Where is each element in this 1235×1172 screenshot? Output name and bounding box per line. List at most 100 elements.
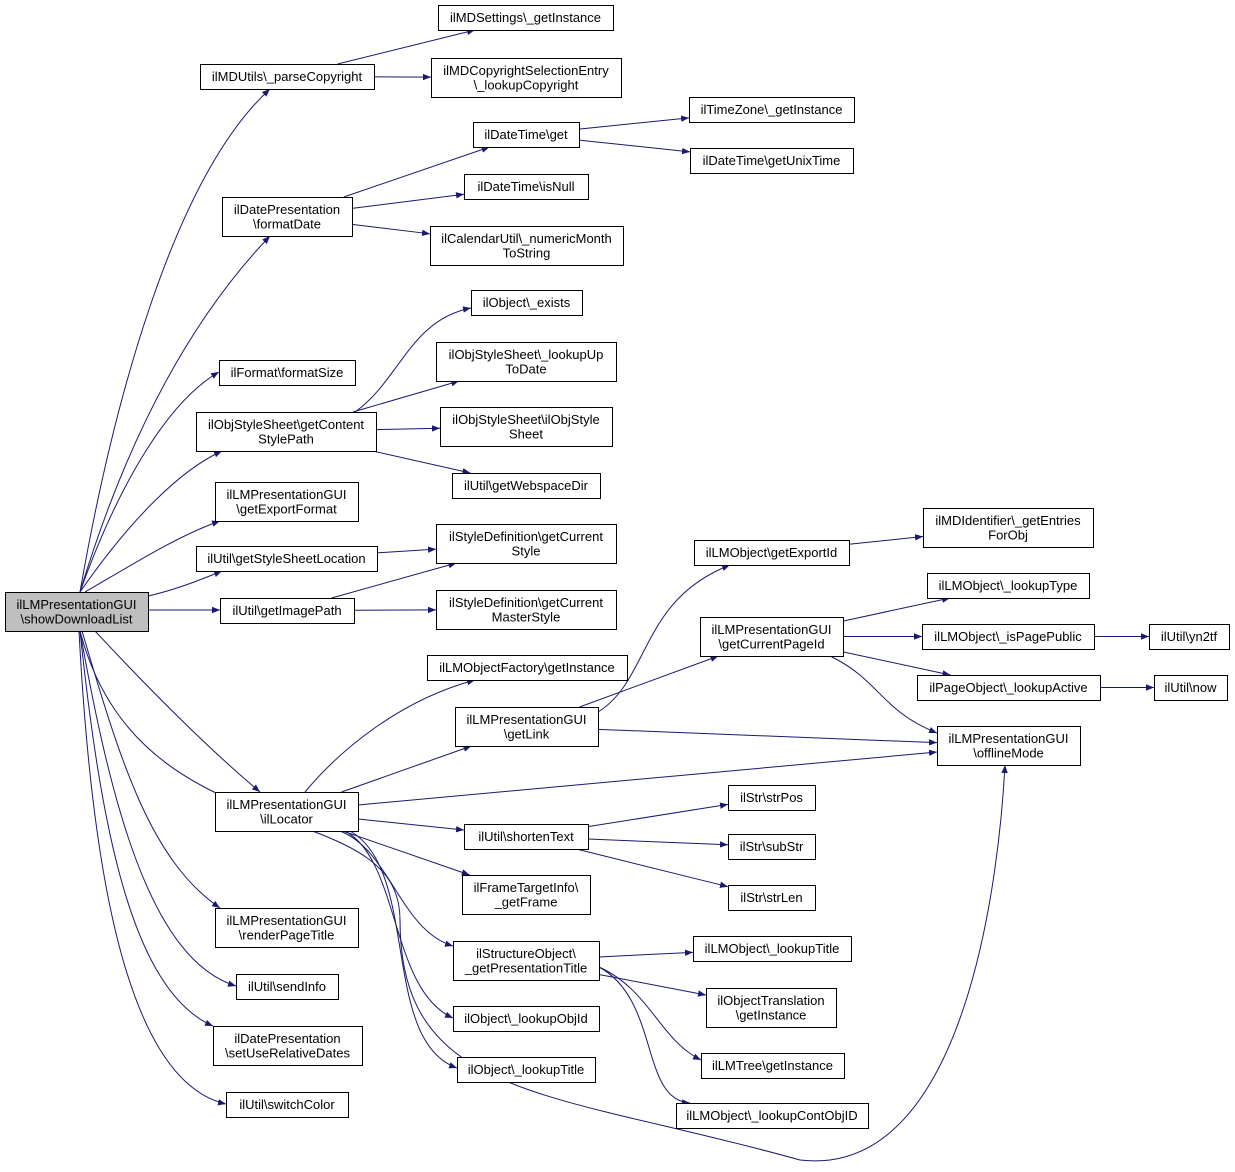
edge-util_shorten-to-str_strlen xyxy=(576,848,729,888)
node-datepres_setrel[interactable]: ilDatePresentation\setUseRelativeDates xyxy=(213,1026,363,1066)
node-label: ilStructureObject\ xyxy=(476,946,576,961)
edge-lmpres_currentpage-to-pageobj_active xyxy=(842,651,951,677)
node-label: ilLMPresentationGUI xyxy=(17,597,137,612)
node-label: ilUtil\yn2tf xyxy=(1161,629,1218,644)
node-str_substr[interactable]: ilStr\subStr xyxy=(728,834,816,860)
node-util_webspace[interactable]: ilUtil\getWebspaceDir xyxy=(452,473,601,499)
node-box xyxy=(431,58,622,98)
node-pageobj_active[interactable]: ilPageObject\_lookupActive xyxy=(917,675,1101,701)
node-label: ilObject\_lookupTitle xyxy=(468,1062,585,1077)
edge-lmpres_getlink-to-lmpres_offline xyxy=(597,728,938,746)
node-box xyxy=(927,573,1090,599)
node-label: ForObj xyxy=(988,527,1028,542)
node-util_sendinfo[interactable]: ilUtil\sendInfo xyxy=(236,974,339,1000)
node-str_strlen[interactable]: ilStr\strLen xyxy=(728,885,816,911)
node-lmobj_looktype[interactable]: ilLMObject\_lookupType xyxy=(927,573,1090,599)
node-label: ilLMObjectFactory\getInstance xyxy=(439,660,615,675)
node-lmpres_offline[interactable]: ilLMPresentationGUI\offlineMode xyxy=(937,726,1081,766)
node-util_now[interactable]: ilUtil\now xyxy=(1154,675,1228,701)
node-lmtree[interactable]: ilLMTree\getInstance xyxy=(701,1053,845,1079)
node-label: ilUtil\switchColor xyxy=(239,1097,335,1112)
node-label: \renderPageTitle xyxy=(239,927,335,942)
node-box xyxy=(701,1053,845,1079)
node-frametarget[interactable]: ilFrameTargetInfo\_getFrame xyxy=(462,875,591,915)
node-box xyxy=(471,290,583,316)
node-lmobj_lookcont[interactable]: ilLMObject\_lookupContObjID xyxy=(676,1103,869,1129)
node-box xyxy=(690,148,854,174)
edge-objstyle_content-to-objstyle_lookup xyxy=(352,380,460,413)
node-objtranslation[interactable]: ilObjectTranslation\getInstance xyxy=(706,988,837,1028)
edge-lmpres_currentpage-to-lmpres_offline xyxy=(829,655,938,734)
node-box xyxy=(196,412,377,452)
node-lmpres_exportformat[interactable]: ilLMPresentationGUI\getExportFormat xyxy=(215,482,359,522)
node-box xyxy=(213,1026,363,1066)
node-util_switchcolor[interactable]: ilUtil\switchColor xyxy=(226,1092,349,1118)
node-box xyxy=(923,508,1094,548)
node-util_stylesheet[interactable]: ilUtil\getStyleSheetLocation xyxy=(196,546,378,572)
node-label: ilLMPresentationGUI xyxy=(712,622,832,637)
node-lmobj_exportid[interactable]: ilLMObject\getExportId xyxy=(694,540,850,566)
node-lmpres_render[interactable]: ilLMPresentationGUI\renderPageTitle xyxy=(215,908,359,948)
node-util_imagepath[interactable]: ilUtil\getImagePath xyxy=(220,598,355,624)
node-str_strpos[interactable]: ilStr\strPos xyxy=(728,785,816,811)
node-datetime_get[interactable]: ilDateTime\get xyxy=(473,122,580,148)
node-util_yn2tf[interactable]: ilUtil\yn2tf xyxy=(1149,624,1230,650)
node-label: Style xyxy=(512,543,541,558)
edge-root-to-util_sendinfo xyxy=(79,630,237,987)
node-box xyxy=(676,1103,869,1129)
node-mdcopyright[interactable]: ilMDCopyrightSelectionEntry\_lookupCopyr… xyxy=(431,58,622,98)
node-label: \showDownloadList xyxy=(20,611,132,626)
node-box xyxy=(464,824,589,850)
node-format_size[interactable]: ilFormat\formatSize xyxy=(219,360,356,386)
node-datetime_unix[interactable]: ilDateTime\getUnixTime xyxy=(690,148,854,174)
node-label: _getPresentationTitle xyxy=(464,960,587,975)
node-box xyxy=(457,1057,596,1083)
node-label: ilUtil\sendInfo xyxy=(248,979,326,994)
node-mdutils_parse[interactable]: ilMDUtils\_parseCopyright xyxy=(200,64,375,90)
node-root[interactable]: ilLMPresentationGUI\showDownloadList xyxy=(5,592,149,632)
node-lmobj_ispublic[interactable]: ilLMObject\_isPagePublic xyxy=(922,624,1095,650)
node-lmpres_locator[interactable]: ilLMPresentationGUI\ilLocator xyxy=(215,792,359,832)
node-label: ilUtil\getWebspaceDir xyxy=(464,478,589,493)
node-label: ilStyleDefinition\getCurrent xyxy=(449,529,603,544)
node-box xyxy=(452,473,601,499)
edge-lmpres_locator-to-util_shorten xyxy=(357,818,465,833)
node-label: ilDateTime\isNull xyxy=(477,179,574,194)
node-lmobjfactory[interactable]: ilLMObjectFactory\getInstance xyxy=(427,655,628,681)
node-lmpres_getlink[interactable]: ilLMPresentationGUI\getLink xyxy=(455,707,599,747)
node-box xyxy=(922,624,1095,650)
node-lmpres_currentpage[interactable]: ilLMPresentationGUI\getCurrentPageId xyxy=(700,617,844,657)
node-mdsettings[interactable]: ilMDSettings\_getInstance xyxy=(438,5,614,31)
node-structobj[interactable]: ilStructureObject\_getPresentationTitle xyxy=(453,941,600,981)
node-box xyxy=(430,226,624,266)
node-object_lookobjid[interactable]: ilObject\_lookupObjId xyxy=(453,1006,600,1032)
edge-root-to-util_switchcolor xyxy=(78,630,227,1106)
node-label: ilLMPresentationGUI xyxy=(949,731,1069,746)
node-label: ilPageObject\_lookupActive xyxy=(929,680,1087,695)
node-label: ilLMObject\_lookupTitle xyxy=(705,941,840,956)
edge-datetime_get-to-datetime_unix xyxy=(578,139,691,155)
node-lmobj_looktitle[interactable]: ilLMObject\_lookupTitle xyxy=(693,936,852,962)
node-object_looktitle[interactable]: ilObject\_lookupTitle xyxy=(457,1057,596,1083)
node-box xyxy=(438,5,614,31)
node-datepres_format[interactable]: ilDatePresentation\formatDate xyxy=(222,197,353,237)
node-label: ilObjStyleSheet\getContent xyxy=(208,417,364,432)
node-util_shorten[interactable]: ilUtil\shortenText xyxy=(464,824,589,850)
edge-datepres_format-to-datetime_get xyxy=(343,146,490,198)
node-box xyxy=(215,792,359,832)
node-box xyxy=(728,785,816,811)
node-object_exists[interactable]: ilObject\_exists xyxy=(471,290,583,316)
edge-structobj-to-lmobj_looktitle xyxy=(598,949,694,958)
node-datetime_isnull[interactable]: ilDateTime\isNull xyxy=(464,174,589,200)
node-timezone[interactable]: ilTimeZone\_getInstance xyxy=(689,97,855,123)
node-label: \getExportFormat xyxy=(236,501,337,516)
node-objstyle_ctor[interactable]: ilObjStyleSheet\ilObjStyleSheet xyxy=(440,407,613,447)
node-box xyxy=(700,617,844,657)
edge-datepres_format-to-calendar xyxy=(351,223,431,237)
